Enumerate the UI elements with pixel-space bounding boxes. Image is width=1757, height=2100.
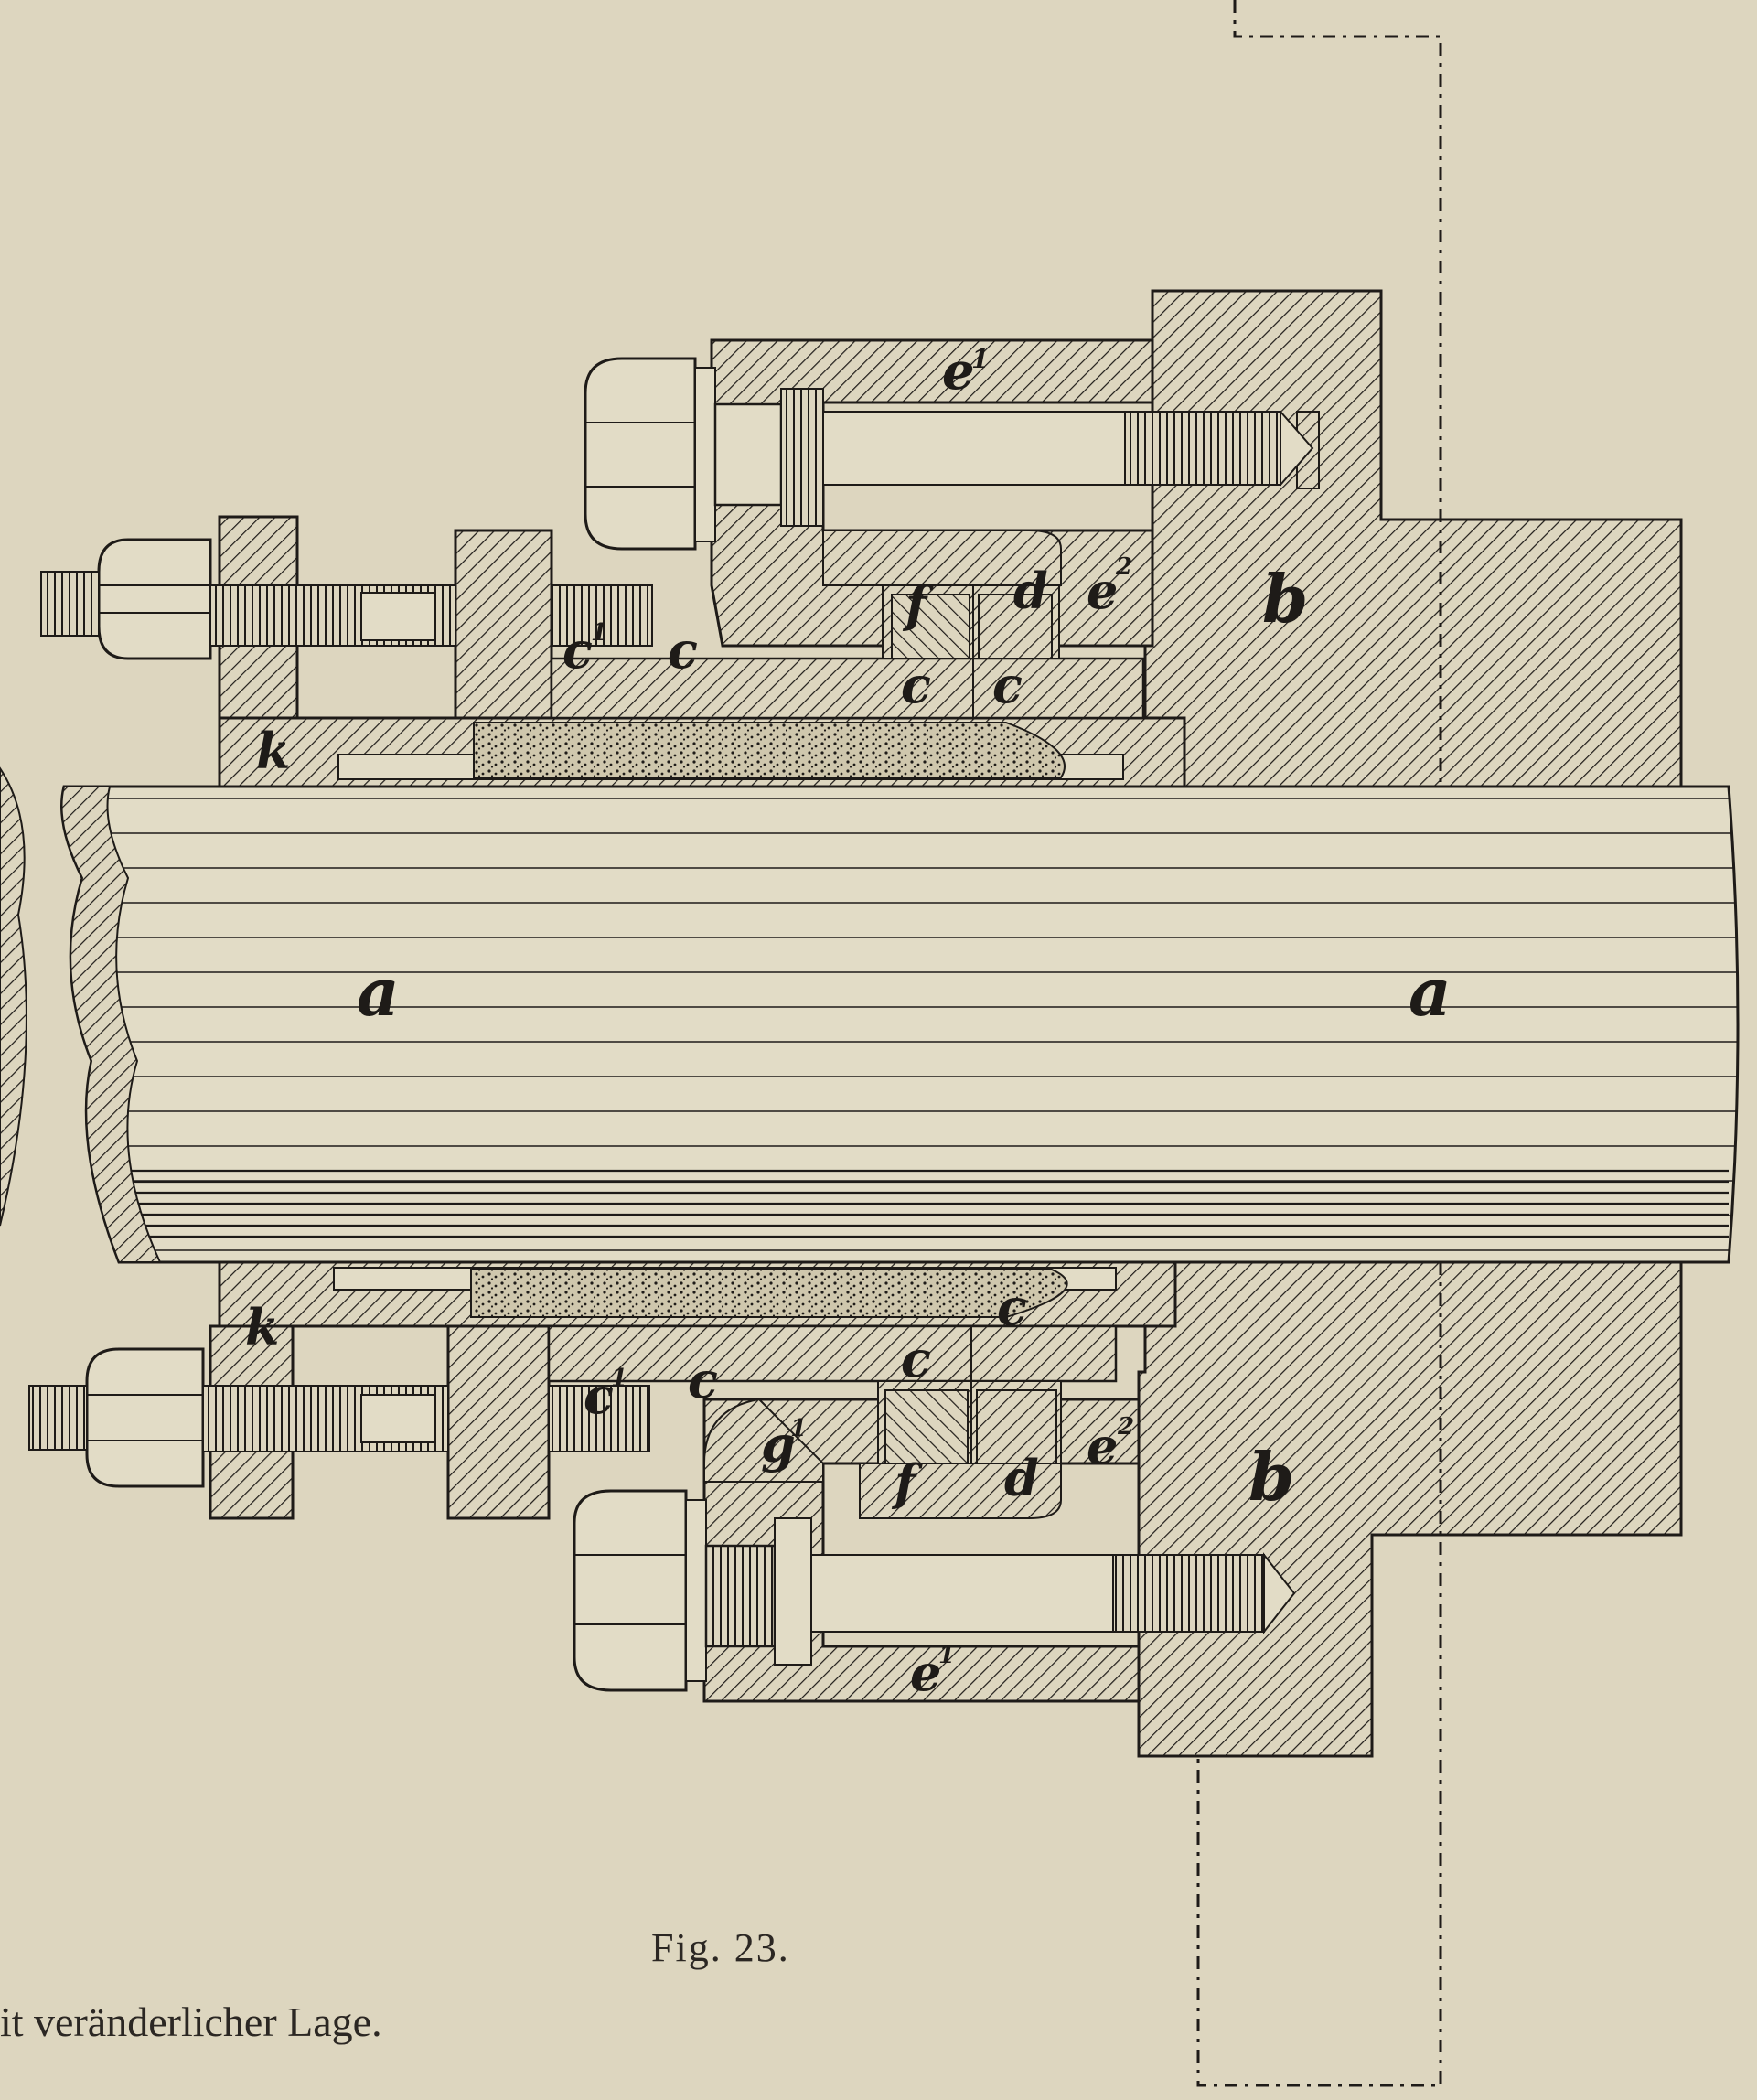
gland-top	[218, 515, 1186, 788]
label-e2-top-sup: 2	[1115, 553, 1132, 581]
label-a-right: a	[1409, 953, 1452, 1031]
label-c-top: c	[668, 621, 698, 680]
label-d-top: d	[1013, 562, 1048, 620]
label-c-bottom-small: c	[688, 1351, 718, 1409]
bolt-bottom	[573, 1489, 1296, 1692]
label-c1-bottom: c	[584, 1366, 614, 1425]
label-e1-top-sup: 1	[971, 344, 989, 374]
label-a-left: a	[357, 953, 400, 1031]
label-c-ring-top-left: c	[901, 656, 931, 714]
rings-top	[882, 584, 1060, 718]
stud-top	[40, 538, 653, 660]
label-c1-bottom-sup: 1	[611, 1365, 627, 1392]
label-k-top: k	[256, 722, 290, 780]
label-e2-bottom: e	[1087, 1417, 1118, 1475]
label-g1: g	[761, 1415, 796, 1473]
housing-top	[1143, 289, 1683, 788]
label-c-ring-bottom-left: c	[901, 1330, 931, 1388]
label-e1-bottom-sup: 1	[938, 1642, 955, 1669]
label-e2-top: e	[1087, 562, 1118, 620]
bolt-top	[584, 357, 1314, 551]
label-b-top: b	[1262, 560, 1308, 638]
label-c-ring-top-right: c	[992, 656, 1023, 714]
label-g1-sup: 1	[790, 1415, 807, 1442]
shaft	[0, 766, 1740, 1264]
label-e2-bottom-sup: 2	[1117, 1413, 1134, 1441]
label-e1-bottom: e	[910, 1644, 941, 1702]
rings-bottom	[877, 1326, 1062, 1464]
label-c-bottom-gland: c	[997, 1278, 1027, 1336]
figure-caption: Fig. 23.	[651, 1925, 790, 1970]
housing-bottom	[1137, 1260, 1683, 1758]
label-c1-top: c	[562, 621, 593, 680]
label-k-bottom: k	[245, 1298, 279, 1356]
centerline-dashed	[1196, 0, 1442, 2087]
label-e1-top: e	[942, 341, 975, 402]
gland-bottom	[209, 1260, 1177, 1520]
labels: a a b b e 1 f d e 2 c 1 c c c k k c c c …	[245, 341, 1452, 1702]
label-b-bottom: b	[1248, 1438, 1294, 1516]
stud-bottom	[28, 1347, 650, 1488]
label-c1-top-sup: 1	[591, 619, 607, 647]
label-d-bottom: d	[1004, 1449, 1039, 1507]
page-text-fragment: it veränderlicher Lage.	[0, 1998, 382, 2045]
